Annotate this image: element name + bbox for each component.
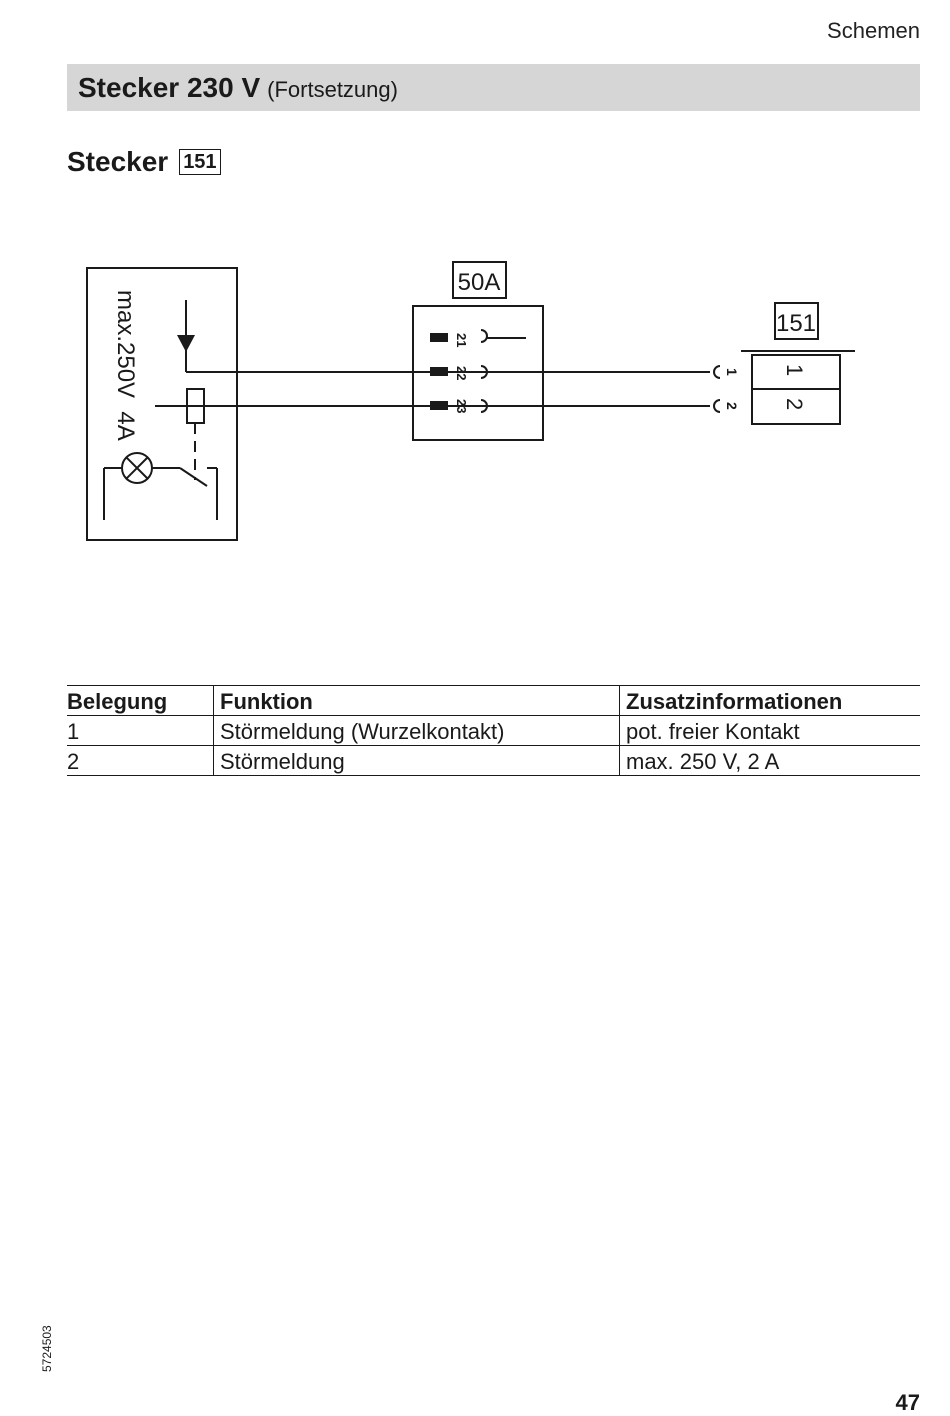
module-pin-label-21: 21	[454, 333, 469, 347]
module-label: 50A	[458, 269, 501, 296]
table-row: 1 Störmeldung (Wurzelkontakt) pot. freie…	[67, 715, 920, 746]
terminal-number-1: 1	[782, 364, 807, 376]
module-pin-23	[430, 401, 448, 410]
column-header-belegung: Belegung	[67, 685, 214, 716]
document-number: 5724503	[40, 1325, 54, 1372]
cell-zusatzinfo: pot. freier Kontakt	[619, 715, 920, 746]
relay-contact	[179, 467, 208, 487]
cell-funktion: Störmeldung	[213, 745, 620, 776]
pin-assignment-table: Belegung Funktion Zusatzinformationen 1 …	[67, 685, 920, 776]
plug-label: 151	[776, 310, 816, 337]
terminal-number-2: 2	[782, 398, 807, 410]
external-device-box	[86, 267, 238, 541]
plug-151-label-box	[774, 302, 819, 340]
cell-funktion: Störmeldung (Wurzelkontakt)	[213, 715, 620, 746]
signal-arrow-head	[177, 335, 195, 352]
module-50A-box	[412, 305, 544, 441]
cell-belegung: 2	[67, 745, 214, 776]
section-title: Stecker 230 V	[78, 71, 261, 103]
table-row: 2 Störmeldung max. 250 V, 2 A	[67, 745, 920, 776]
page-number: 47	[895, 1390, 920, 1415]
table-header-row: Belegung Funktion Zusatzinformationen	[67, 685, 920, 716]
wiring-diagram: max.250V 4A 50A 21 22 23 151 1 2 1 2	[86, 261, 855, 541]
section-title-bar: Stecker 230 V (Fortsetzung)	[67, 64, 920, 111]
column-header-funktion: Funktion	[213, 685, 620, 716]
module-50A-label-box	[452, 261, 507, 299]
module-pin-label-23: 23	[454, 399, 469, 413]
cell-zusatzinfo: max. 250 V, 2 A	[619, 745, 920, 776]
running-head: Schemen	[827, 18, 920, 43]
cell-belegung: 1	[67, 715, 214, 746]
rating-label: max.250V 4A	[112, 290, 139, 441]
plug-number-badge: 151	[179, 149, 221, 175]
column-header-zusatzinformationen: Zusatzinformationen	[619, 685, 920, 716]
wire-number-2: 2	[724, 402, 740, 410]
module-pin-21	[430, 333, 448, 342]
module-pin-22	[430, 367, 448, 376]
module-pin-label-22: 22	[454, 366, 469, 380]
subheading: Stecker 151	[67, 146, 221, 178]
subheading-text: Stecker	[67, 146, 169, 177]
wire-number-1: 1	[724, 368, 740, 376]
section-title-suffix: (Fortsetzung)	[267, 76, 398, 102]
